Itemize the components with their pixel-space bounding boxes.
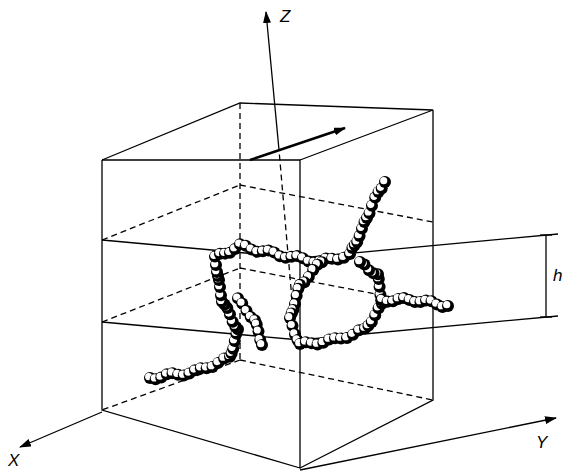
z-axis (266, 12, 279, 150)
bead-highlight (237, 299, 244, 306)
x-axis (20, 412, 102, 447)
dimension-tick (540, 316, 552, 317)
monomer-bead (379, 176, 391, 188)
bead-shadow (354, 256, 366, 268)
box-front-face (102, 160, 300, 468)
monomer-bead (354, 256, 366, 268)
bead-shadow (442, 300, 454, 312)
dimension-line (545, 235, 546, 317)
bead-highlight (292, 291, 299, 298)
y-axis (300, 418, 556, 470)
bead-highlight (285, 313, 292, 320)
bead-highlight (443, 301, 450, 308)
bead-highlight (288, 321, 295, 328)
hidden-slab-edge (102, 185, 240, 240)
slab-line (102, 240, 300, 258)
axis-label: h (553, 267, 562, 284)
axis-label: Y (536, 434, 547, 451)
bead-highlight (380, 177, 387, 184)
dimension-tick (540, 234, 552, 235)
z-axis-hidden (279, 150, 292, 300)
monomer-bead (442, 300, 454, 312)
bead-highlight (254, 326, 261, 333)
monomer-bead (256, 339, 268, 351)
box-top-face (102, 103, 433, 160)
box-right-face (300, 110, 433, 468)
hidden-edge (240, 360, 433, 400)
bead-highlight (355, 257, 362, 264)
bead-shadow (379, 176, 391, 188)
polymer-coil (144, 176, 454, 385)
axis-label: Z (280, 8, 290, 25)
hidden-edge (239, 103, 240, 360)
hidden-slab-edge (240, 185, 433, 222)
bead-shadow (256, 339, 268, 351)
slab-line (102, 322, 300, 340)
shear-arrow (250, 128, 345, 160)
slab-line (300, 316, 558, 340)
axis-label: X (8, 452, 19, 469)
bead-highlight (257, 340, 264, 347)
